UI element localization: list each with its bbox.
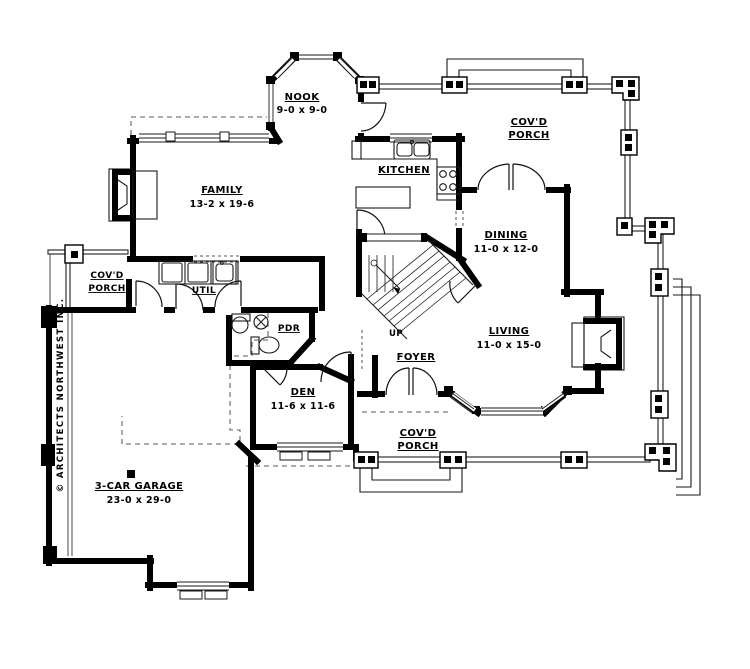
- doors: [135, 102, 546, 396]
- hall-foyer-door: [320, 351, 352, 383]
- living-door: [449, 280, 477, 304]
- hall-door-a: [135, 280, 163, 308]
- room-label-dining: DINING: [484, 230, 527, 241]
- room-label-foyer: FOYER: [397, 352, 436, 363]
- toilet-bowl: [258, 336, 280, 354]
- dining-french-doors: [477, 163, 546, 191]
- room-label-garage: 3-CAR GARAGE: [95, 481, 184, 492]
- room-label-nook: NOOK: [285, 92, 321, 103]
- windows: [139, 54, 567, 600]
- room-dims-family: 13-2 x 19-6: [190, 199, 255, 210]
- porch-label-bottom-1: COV'D: [400, 428, 437, 439]
- range: [436, 166, 461, 195]
- pdr-door: [214, 280, 242, 308]
- kitchen-island: [355, 186, 411, 209]
- porch-posts: [64, 76, 677, 472]
- labels: NOOK 9-0 x 9-0 KITCHEN COV'D PORCH FAMIL…: [56, 92, 549, 506]
- room-dims-garage: 23-0 x 29-0: [107, 495, 172, 506]
- fixtures: [108, 139, 625, 371]
- living-fireplace: [571, 316, 625, 371]
- room-dims-living: 11-0 x 15-0: [477, 340, 542, 351]
- dishwasher: [351, 140, 362, 160]
- porch-label-left-2: PORCH: [88, 284, 125, 294]
- porch-label-bottom-2: PORCH: [397, 441, 438, 452]
- room-dims-den: 11-6 x 11-6: [271, 401, 336, 412]
- roof-overhang-lines: [121, 116, 448, 467]
- room-dims-dining: 11-0 x 12-0: [474, 244, 539, 255]
- foyer-entry-doors: [385, 367, 438, 396]
- family-fireplace: [108, 168, 158, 222]
- pdr-sink: [231, 316, 249, 334]
- room-label-util: UTIL: [192, 286, 216, 296]
- room-label-den: DEN: [291, 387, 316, 398]
- den-door: [261, 366, 288, 386]
- staircase: [361, 233, 474, 340]
- dryer: [187, 262, 209, 283]
- room-label-living: LIVING: [489, 326, 530, 337]
- room-label-family: FAMILY: [201, 185, 243, 196]
- copyright-text: © ARCHITECTS NORTHWEST INC.: [56, 298, 66, 493]
- room-label-pdr: PDR: [278, 324, 300, 334]
- util-sink: [212, 260, 237, 285]
- washer: [161, 262, 183, 283]
- stairs-up-label: UP: [389, 329, 403, 339]
- porch-label-left-1: COV'D: [90, 271, 123, 281]
- porch-label-top-2: PORCH: [508, 130, 549, 141]
- room-label-kitchen: KITCHEN: [378, 165, 430, 176]
- porch-label-top-1: COV'D: [511, 117, 548, 128]
- util-counter: [158, 260, 239, 285]
- room-dims-nook: 9-0 x 9-0: [277, 105, 328, 116]
- nook-porch-door: [360, 102, 387, 132]
